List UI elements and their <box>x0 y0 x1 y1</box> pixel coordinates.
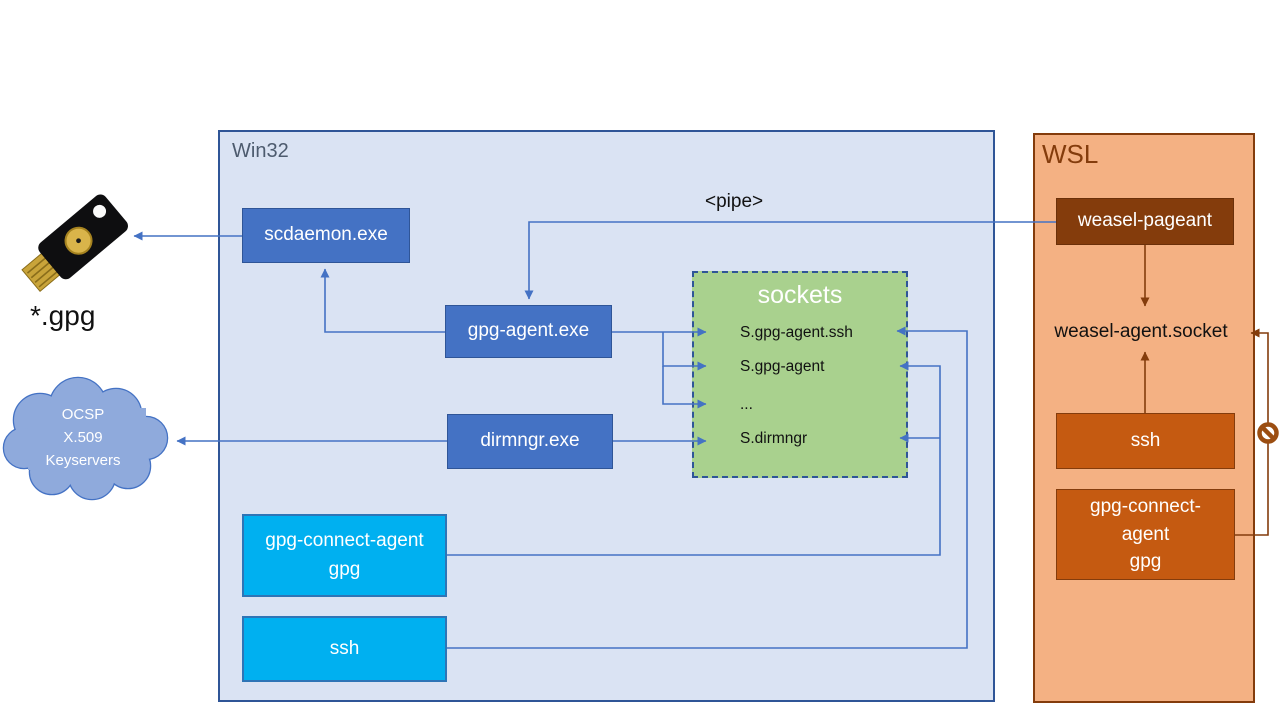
scdaemon-box: scdaemon.exe <box>242 208 410 263</box>
cloud-line-keyservers: Keyservers <box>45 451 121 469</box>
cloud-line-x509: X.509 <box>63 428 103 446</box>
wsl-gpg-connect-line2: agent <box>1121 523 1170 545</box>
wsl-gpg-connect-agent-box: gpg-connect- agent gpg <box>1056 489 1235 580</box>
wsl-ssh-label: ssh <box>1130 429 1161 451</box>
cloud-line-ocsp: OCSP <box>61 406 105 423</box>
sockets-title: sockets <box>757 281 843 309</box>
scdaemon-label: scdaemon.exe <box>264 224 388 246</box>
gpg-agent-label: gpg-agent.exe <box>467 320 590 342</box>
socket-dirmngr: S.dirmngr <box>740 430 808 447</box>
dirmngr-label: dirmngr.exe <box>480 430 580 452</box>
pipe-label: <pipe> <box>705 191 764 212</box>
wsl-gpg-connect-line1: gpg-connect- <box>1090 496 1201 518</box>
yubikey-icon <box>21 194 128 292</box>
wsl-ssh-box: ssh <box>1056 413 1235 469</box>
sockets-box: sockets S.gpg-agent.ssh S.gpg-agent ... … <box>692 271 908 478</box>
win32-gpg-connect-agent-label: gpg-connect-agent <box>265 530 424 551</box>
wsl-title: WSL <box>1042 139 1099 169</box>
win32-ssh-box: ssh <box>242 616 447 682</box>
gpg-files-label: *.gpg <box>30 300 96 331</box>
weasel-pageant-box: weasel-pageant <box>1056 198 1234 245</box>
socket-ellipsis: ... <box>740 396 753 413</box>
wsl-gpg-connect-line3: gpg <box>1129 551 1162 573</box>
cloud-label: OCSP X.509 Keyservers <box>8 404 158 473</box>
socket-gpg-agent-ssh: S.gpg-agent.ssh <box>740 324 853 341</box>
win32-gpg-connect-agent-box: gpg-connect-agent gpg <box>242 514 447 597</box>
dirmngr-box: dirmngr.exe <box>447 414 613 469</box>
win32-ssh-label: ssh <box>329 637 360 659</box>
win32-title: Win32 <box>232 140 289 162</box>
no-entry-icon <box>1257 422 1279 444</box>
weasel-pageant-label: weasel-pageant <box>1077 210 1213 232</box>
weasel-agent-socket-label: weasel-agent.socket <box>1054 321 1228 342</box>
socket-gpg-agent: S.gpg-agent <box>740 358 825 375</box>
win32-gpg-label: gpg <box>328 558 361 580</box>
gpg-agent-box: gpg-agent.exe <box>445 305 612 358</box>
keyserver-cloud <box>2 376 169 501</box>
